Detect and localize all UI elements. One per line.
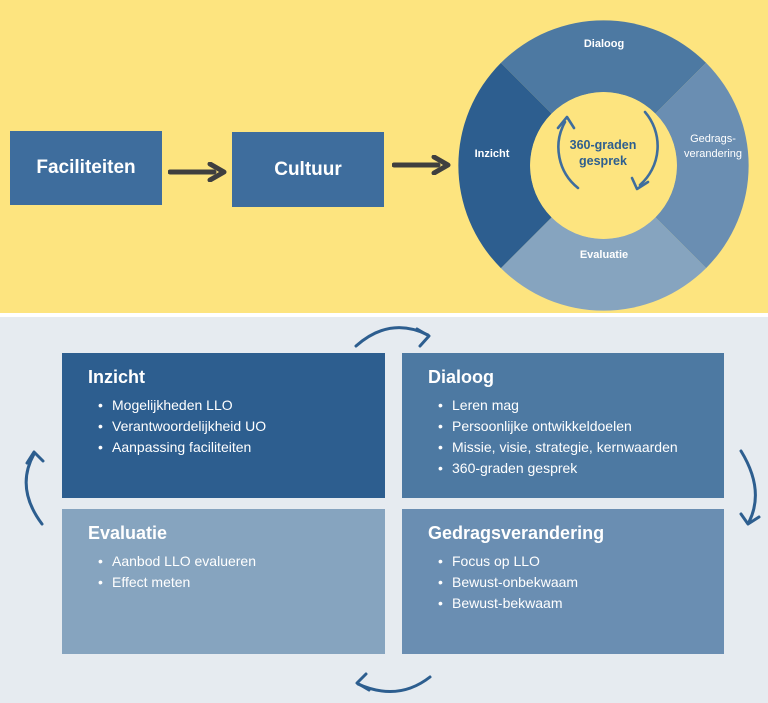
loop-arrow-left-icon [24, 452, 44, 526]
loop-arrow-right-icon [739, 449, 757, 524]
segment-label-gedrags-2: verandering [684, 148, 742, 160]
quadrant-evaluatie: Evaluatie Aanbod LLO evalueren Effect me… [62, 509, 385, 654]
faciliteiten-label: Faciliteiten [36, 157, 136, 178]
list-item: Aanpassing faciliteiten [98, 437, 385, 458]
loop-arrows [24, 326, 761, 694]
list-item: Missie, visie, strategie, kernwaarden [438, 437, 724, 458]
loop-arrow-top-head-icon [415, 327, 431, 348]
arrow-right-icon [168, 162, 227, 182]
quadrant-list: Mogelijkheden LLO Verantwoordelijkheid U… [88, 395, 385, 458]
cultuur-box: Cultuur [232, 132, 384, 207]
segment-label-gedrags-1: Gedrags- [690, 133, 736, 145]
quadrant-title: Inzicht [88, 367, 145, 387]
ring-segment-inzicht [458, 62, 552, 269]
segment-label-evaluatie: Evaluatie [580, 249, 628, 261]
arrow-right-icon [392, 155, 451, 175]
list-item: Focus op LLO [438, 551, 724, 572]
cultuur-label: Cultuur [274, 158, 342, 180]
quadrant-title: Evaluatie [88, 523, 168, 543]
ring-segment-evaluatie [500, 217, 707, 311]
quadrant-inzicht: Inzicht Mogelijkheden LLO Verantwoordeli… [62, 353, 385, 498]
panel-divider [0, 313, 768, 317]
cycle-diagram: 360-graden gesprek Dialoog Gedrags- vera… [458, 20, 749, 311]
list-item: Leren mag [438, 395, 724, 416]
list-item: 360-graden gesprek [438, 458, 724, 479]
inner-cycle-arrows-icon [556, 110, 659, 191]
loop-arrow-left-head-icon [25, 450, 45, 465]
quadrant-gedragsverandering: Gedragsverandering Focus op LLO Bewust-o… [402, 509, 724, 654]
segment-label-dialoog: Dialoog [584, 38, 624, 50]
segment-label-inzicht: Inzicht [475, 148, 510, 160]
list-item: Bewust-onbekwaam [438, 572, 724, 593]
quadrant-list: Aanbod LLO evalueren Effect meten [88, 551, 385, 593]
list-item: Persoonlijke ontwikkeldoelen [438, 416, 724, 437]
center-label-line2: gesprek [579, 154, 627, 168]
loop-arrow-right-head-icon [739, 512, 761, 526]
ring-segment-gedragsverandering [655, 62, 749, 269]
quadrant-title: Gedragsverandering [428, 523, 605, 543]
list-item: Aanbod LLO evalueren [98, 551, 385, 572]
faciliteiten-box: Faciliteiten [10, 131, 162, 205]
quadrant-title: Dialoog [428, 367, 494, 387]
center-label-line1: 360-graden [570, 138, 637, 152]
quadrant-dialoog: Dialoog Leren mag Persoonlijke ontwikkel… [402, 353, 724, 498]
ring-segment-dialoog [500, 20, 707, 114]
list-item: Verantwoordelijkheid UO [98, 416, 385, 437]
list-item: Effect meten [98, 572, 385, 593]
list-item: Bewust-bekwaam [438, 593, 724, 614]
quadrant-list: Leren mag Persoonlijke ontwikkeldoelen M… [428, 395, 724, 479]
loop-arrow-bottom-head-icon [355, 672, 371, 692]
quadrant-list: Focus op LLO Bewust-onbekwaam Bewust-bek… [428, 551, 724, 614]
ring-center [530, 92, 677, 239]
list-item: Mogelijkheden LLO [98, 395, 385, 416]
